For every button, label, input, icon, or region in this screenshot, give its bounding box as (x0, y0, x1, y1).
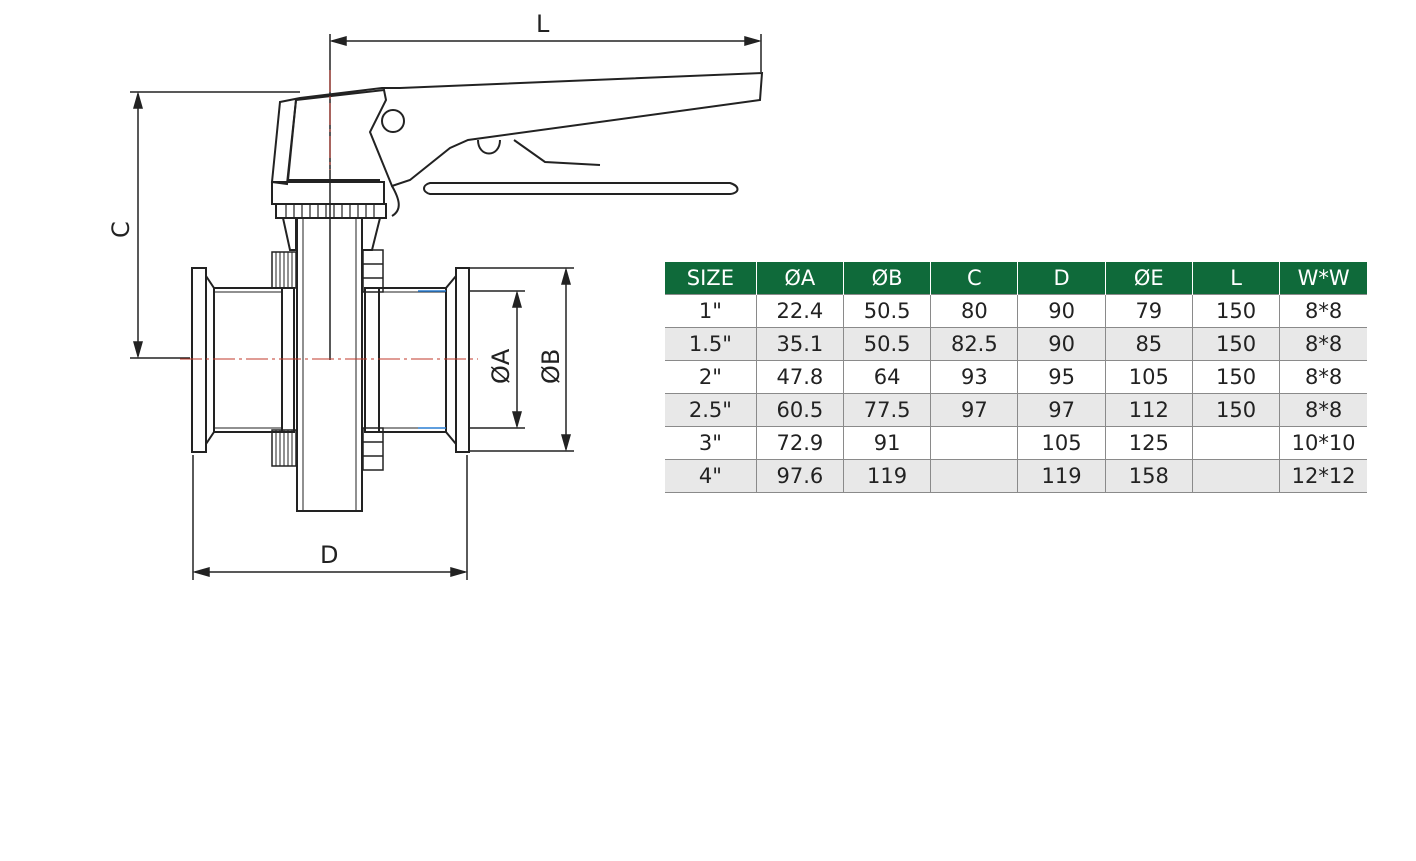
table-cell: 79 (1105, 294, 1193, 328)
label-d: D (320, 541, 338, 569)
dimension-a (470, 290, 525, 429)
table-header-cell: C (930, 262, 1019, 295)
table-cell: 97 (1017, 393, 1106, 427)
table-cell: 150 (1192, 327, 1281, 361)
table-cell: 158 (1105, 459, 1193, 493)
table-cell: 1" (665, 294, 757, 328)
table-cell: 8*8 (1279, 360, 1367, 394)
table-cell: 150 (1192, 360, 1281, 394)
table-header-cell: L (1192, 262, 1281, 295)
table-cell: 60.5 (756, 393, 844, 427)
table-cell: 47.8 (756, 360, 844, 394)
table-cell: 77.5 (843, 393, 932, 427)
table-cell: 119 (1017, 459, 1106, 493)
table-cell: 150 (1192, 393, 1281, 427)
table-cell (1192, 459, 1281, 493)
table-cell: 97.6 (756, 459, 844, 493)
label-b: ØB (537, 349, 565, 384)
table-cell: 72.9 (756, 426, 844, 460)
centerlines (180, 70, 478, 360)
label-c: C (107, 221, 135, 238)
bolt-heads (271, 249, 384, 471)
table-cell: 2" (665, 360, 757, 394)
table-cell: 105 (1105, 360, 1193, 394)
table-cell: 90 (1017, 327, 1106, 361)
table-cell: 3" (665, 426, 757, 460)
dimension-d (192, 455, 468, 580)
table-cell: 125 (1105, 426, 1193, 460)
table-cell (930, 426, 1019, 460)
table-cell: 4" (665, 459, 757, 493)
table-cell: 64 (843, 360, 932, 394)
table-header-cell: ØB (843, 262, 932, 295)
table-cell: 35.1 (756, 327, 844, 361)
table-cell: 150 (1192, 294, 1281, 328)
table-cell: 8*8 (1279, 294, 1367, 328)
table-cell: 90 (1017, 294, 1106, 328)
table-cell: 50.5 (843, 294, 932, 328)
table-header-cell: SIZE (665, 262, 757, 295)
table-cell: 50.5 (843, 327, 932, 361)
table-header-cell: D (1017, 262, 1106, 295)
label-l: L (536, 10, 550, 38)
table-cell: 97 (930, 393, 1019, 427)
label-a: ØA (487, 348, 515, 384)
table-cell: 1.5" (665, 327, 757, 361)
table-cell: 105 (1017, 426, 1106, 460)
dimension-c (130, 91, 300, 359)
dimension-b (470, 267, 574, 452)
table-cell: 12*12 (1279, 459, 1367, 493)
table-cell: 10*10 (1279, 426, 1367, 460)
table-header-cell: ØA (756, 262, 844, 295)
bore-lines (418, 290, 446, 429)
table-cell: 80 (930, 294, 1019, 328)
table-cell: 95 (1017, 360, 1106, 394)
table-cell (930, 459, 1019, 493)
table-cell: 91 (843, 426, 932, 460)
table-header-cell: W*W (1279, 262, 1367, 295)
table-cell: 8*8 (1279, 393, 1367, 427)
table-cell: 119 (843, 459, 932, 493)
table-cell: 2.5" (665, 393, 757, 427)
table-cell: 22.4 (756, 294, 844, 328)
table-cell: 8*8 (1279, 327, 1367, 361)
table-cell (1192, 426, 1281, 460)
valve-body (191, 217, 470, 512)
table-header-cell: ØE (1105, 262, 1193, 295)
table-cell: 82.5 (930, 327, 1019, 361)
table-cell: 112 (1105, 393, 1193, 427)
table-cell: 93 (930, 360, 1019, 394)
valve-handle (270, 71, 764, 219)
table-cell: 85 (1105, 327, 1193, 361)
